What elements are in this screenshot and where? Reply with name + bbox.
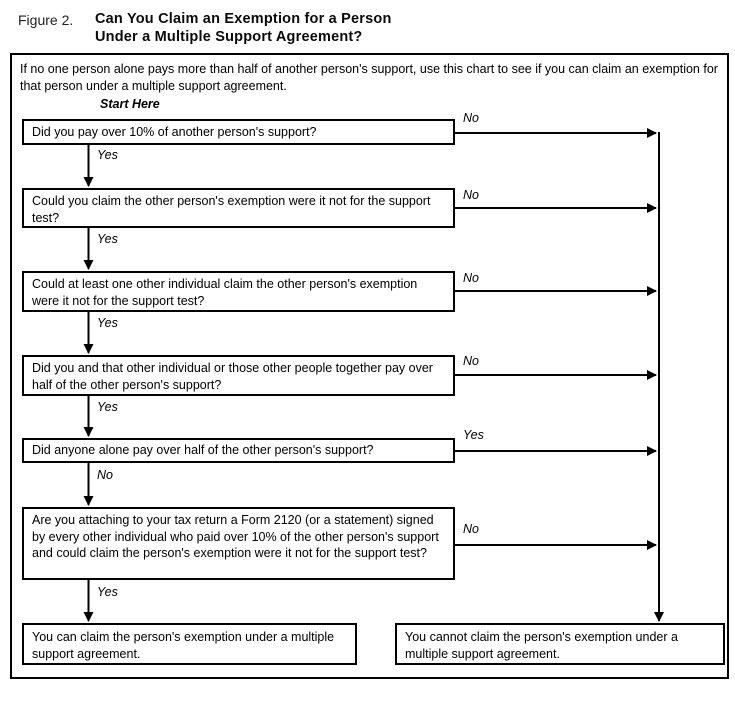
branch-label-q5-no: No [97,468,113,482]
question-box-5: Did anyone alone pay over half of the ot… [22,438,455,463]
figure-title-line-2: Under a Multiple Support Agreement? [95,28,363,45]
result-box-can-claim: You can claim the person's exemption und… [22,623,357,665]
intro-text: If no one person alone pays more than ha… [20,62,718,93]
branch-label-q4-yes: Yes [97,400,118,414]
branch-label-q4-no: No [463,354,479,368]
question-box-2: Could you claim the other person's exemp… [22,188,455,228]
branch-label-q1-yes: Yes [97,148,118,162]
question-box-4: Did you and that other individual or tho… [22,355,455,396]
branch-label-q3-yes: Yes [97,316,118,330]
question-box-6: Are you attaching to your tax return a F… [22,507,455,580]
branch-label-q1-no: No [463,111,479,125]
question-box-1: Did you pay over 10% of another person's… [22,119,455,145]
result-box-cannot-claim: You cannot claim the person's exemption … [395,623,725,665]
branch-label-q5-yes: Yes [463,428,484,442]
branch-label-q2-yes: Yes [97,232,118,246]
figure-title-line-1: Can You Claim an Exemption for a Person [95,11,392,27]
branch-label-q2-no: No [463,188,479,202]
question-box-3: Could at least one other individual clai… [22,271,455,312]
figure-title: Can You Claim an Exemption for a Person … [95,11,392,46]
figure-label: Figure 2. [18,12,74,28]
start-here-label: Start Here [100,97,160,111]
branch-label-q3-no: No [463,271,479,285]
branch-label-q6-yes: Yes [97,585,118,599]
branch-label-q6-no: No [463,522,479,536]
